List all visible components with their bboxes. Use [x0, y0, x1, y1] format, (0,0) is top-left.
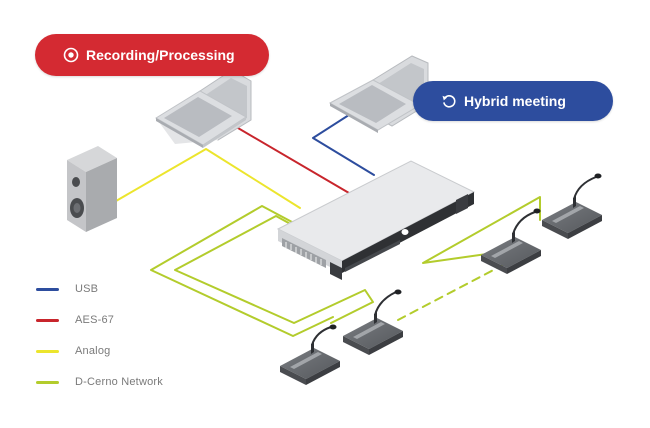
- laptop-hybrid: [328, 55, 429, 133]
- aes67-cable: [225, 120, 350, 194]
- dcerno-cable-dashed: [397, 264, 504, 321]
- recording-processing-badge: Recording/Processing: [35, 34, 269, 76]
- legend-swatch: [36, 318, 59, 322]
- legend-swatch: [36, 287, 59, 291]
- recording-processing-label: Recording/Processing: [86, 47, 235, 63]
- legend-label: D-Cerno Network: [75, 376, 163, 388]
- dcerno-cable-inner: [174, 215, 374, 324]
- rack-processor: [276, 160, 476, 280]
- legend-swatch: [36, 349, 59, 353]
- legend-item-analog: Analog: [36, 345, 216, 357]
- laptop-recording: [155, 69, 252, 148]
- microphone-unit: [481, 208, 541, 274]
- hybrid-meeting-badge: Hybrid meeting: [413, 81, 613, 121]
- dcerno-cable-top: [422, 196, 541, 264]
- usb-cable: [312, 112, 375, 176]
- record-target-icon: [63, 47, 79, 63]
- cable-group: [115, 112, 541, 337]
- hybrid-meeting-label: Hybrid meeting: [464, 93, 566, 109]
- legend-label: Analog: [75, 345, 111, 357]
- microphone-unit: [343, 289, 403, 355]
- legend-label: AES-67: [75, 314, 115, 326]
- legend-item-aes67: AES-67: [36, 314, 216, 326]
- legend-item-d-cerno-network: D-Cerno Network: [36, 376, 216, 388]
- legend-swatch: [36, 380, 59, 384]
- analog-cable: [115, 148, 301, 209]
- legend-label: USB: [75, 283, 99, 295]
- microphone-unit: [280, 324, 340, 385]
- refresh-arrow-icon: [441, 93, 457, 109]
- dcerno-cable-outer: [150, 205, 334, 337]
- microphone-unit: [542, 173, 602, 239]
- loudspeaker: [67, 146, 117, 232]
- legend-item-usb: USB: [36, 283, 216, 295]
